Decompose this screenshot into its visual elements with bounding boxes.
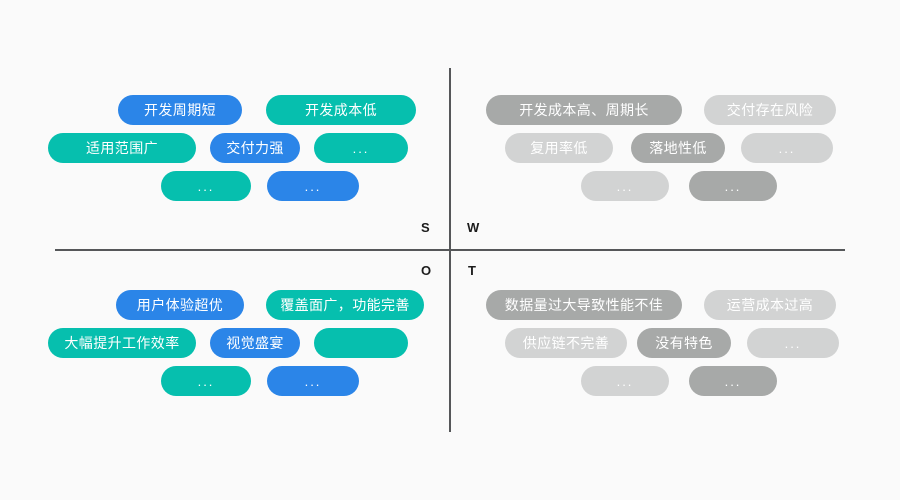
swot-pill[interactable]: 复用率低	[505, 133, 613, 163]
swot-pill[interactable]: 开发成本高、周期长	[486, 95, 682, 125]
quadrant-weaknesses: 开发成本高、周期长交付存在风险复用率低落地性低.........	[470, 95, 870, 265]
swot-horizontal-axis	[55, 249, 845, 251]
swot-pill-placeholder[interactable]: ...	[747, 328, 839, 358]
pill-row: 供应链不完善没有特色...	[470, 328, 839, 358]
swot-pill[interactable]: 开发成本低	[266, 95, 416, 125]
pill-row: 复用率低落地性低...	[470, 133, 833, 163]
quadrant-strengths: 开发周期短开发成本低适用范围广交付力强.........	[48, 95, 448, 265]
swot-pill-placeholder[interactable]: ...	[689, 171, 777, 201]
pill-row: 数据量过大导致性能不佳运营成本过高	[470, 290, 836, 320]
pill-row: ......	[470, 171, 777, 201]
swot-pill[interactable]: 落地性低	[631, 133, 725, 163]
pill-row: 开发周期短开发成本低	[48, 95, 416, 125]
quadrant-opportunities: 用户体验超优覆盖面广，功能完善大幅提升工作效率视觉盛宴......	[48, 290, 448, 460]
swot-pill-placeholder[interactable]: ...	[161, 366, 251, 396]
pill-row: 用户体验超优覆盖面广，功能完善	[48, 290, 424, 320]
axis-label-weaknesses: W	[467, 220, 480, 235]
swot-pill[interactable]: 适用范围广	[48, 133, 196, 163]
swot-pill[interactable]: 交付存在风险	[704, 95, 836, 125]
axis-label-opportunities: O	[421, 263, 432, 278]
swot-pill[interactable]: 覆盖面广，功能完善	[266, 290, 424, 320]
pill-row: ......	[470, 366, 777, 396]
swot-pill[interactable]: 开发周期短	[118, 95, 242, 125]
swot-pill[interactable]: 运营成本过高	[704, 290, 836, 320]
swot-pill[interactable]: 供应链不完善	[505, 328, 627, 358]
pill-row: 开发成本高、周期长交付存在风险	[470, 95, 836, 125]
swot-pill[interactable]: 没有特色	[637, 328, 731, 358]
pill-row: 大幅提升工作效率视觉盛宴	[48, 328, 408, 358]
axis-label-strengths: S	[421, 220, 431, 235]
pill-row: ......	[48, 171, 359, 201]
swot-pill-placeholder[interactable]: ...	[267, 171, 359, 201]
axis-label-threats: T	[468, 263, 477, 278]
swot-pill[interactable]: 大幅提升工作效率	[48, 328, 196, 358]
swot-pill-placeholder[interactable]: ...	[741, 133, 833, 163]
swot-pill-placeholder[interactable]: ...	[581, 366, 669, 396]
swot-pill-placeholder[interactable]: ...	[581, 171, 669, 201]
swot-pill-placeholder[interactable]	[314, 328, 408, 358]
pill-row: 适用范围广交付力强...	[48, 133, 408, 163]
swot-pill[interactable]: 用户体验超优	[116, 290, 244, 320]
swot-pill-placeholder[interactable]: ...	[314, 133, 408, 163]
swot-pill[interactable]: 交付力强	[210, 133, 300, 163]
quadrant-threats: 数据量过大导致性能不佳运营成本过高供应链不完善没有特色.........	[470, 290, 870, 460]
swot-pill-placeholder[interactable]: ...	[689, 366, 777, 396]
swot-pill-placeholder[interactable]: ...	[161, 171, 251, 201]
swot-pill[interactable]: 视觉盛宴	[210, 328, 300, 358]
swot-pill[interactable]: 数据量过大导致性能不佳	[486, 290, 682, 320]
swot-pill-placeholder[interactable]: ...	[267, 366, 359, 396]
pill-row: ......	[48, 366, 359, 396]
